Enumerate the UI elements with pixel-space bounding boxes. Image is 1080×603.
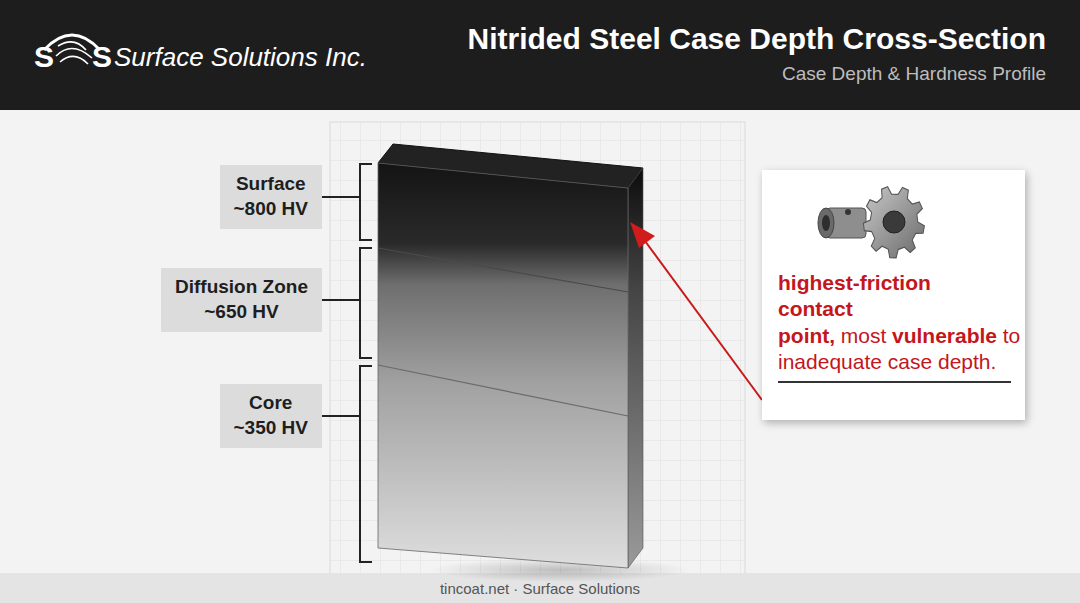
bracket-leader: [322, 196, 360, 198]
zone-name: Diffusion Zone: [175, 275, 308, 300]
callout-text-block: highest-friction contact point,mostvulne…: [778, 270, 1011, 383]
callout-text: vulnerable: [892, 324, 997, 347]
logo-letter: S: [34, 40, 54, 74]
callout-box: highest-friction contact point,mostvulne…: [762, 170, 1025, 420]
hardness-value: ~650 HV: [175, 300, 308, 325]
block-front-face: [378, 163, 628, 568]
hardness-value: ~350 HV: [234, 416, 308, 441]
footer-text: tincoat.net · Surface Solutions: [440, 580, 640, 597]
pointer-head: [630, 222, 655, 248]
zone-label-box: Core~350 HV: [220, 384, 322, 447]
logo-swoosh: [56, 42, 92, 64]
grid-ground: [330, 122, 745, 574]
zone-name: Core: [234, 391, 308, 416]
zone-label-box: Surface~800 HV: [220, 165, 322, 228]
subtitle: Case Depth & Hardness Profile: [782, 63, 1046, 85]
zone-brackets: [360, 164, 372, 562]
diffusion-bracket: [360, 248, 372, 358]
page-title: Nitrided Steel Case Depth Cross-Section: [468, 22, 1046, 56]
logo-letter: S: [92, 40, 112, 74]
bracket-leader: [322, 299, 360, 301]
core-boundary-line: [378, 365, 628, 416]
header-bar: [0, 0, 1080, 110]
pointer-line: [645, 241, 762, 400]
bracket-leaders: [322, 197, 360, 416]
hardness-value: ~800 HV: [234, 197, 308, 222]
bracket-leader: [322, 415, 360, 417]
grid-frame: [330, 122, 745, 574]
zone-label-box: Diffusion Zone~650 HV: [161, 268, 322, 331]
core-bracket: [360, 366, 372, 562]
surface-bracket: [360, 164, 372, 240]
zone-name: Surface: [234, 172, 308, 197]
callout-text: most: [841, 324, 887, 347]
case-boundary-line: [378, 248, 628, 292]
company-name: Surface Solutions Inc.: [114, 42, 367, 73]
page-ground: [0, 110, 1080, 573]
